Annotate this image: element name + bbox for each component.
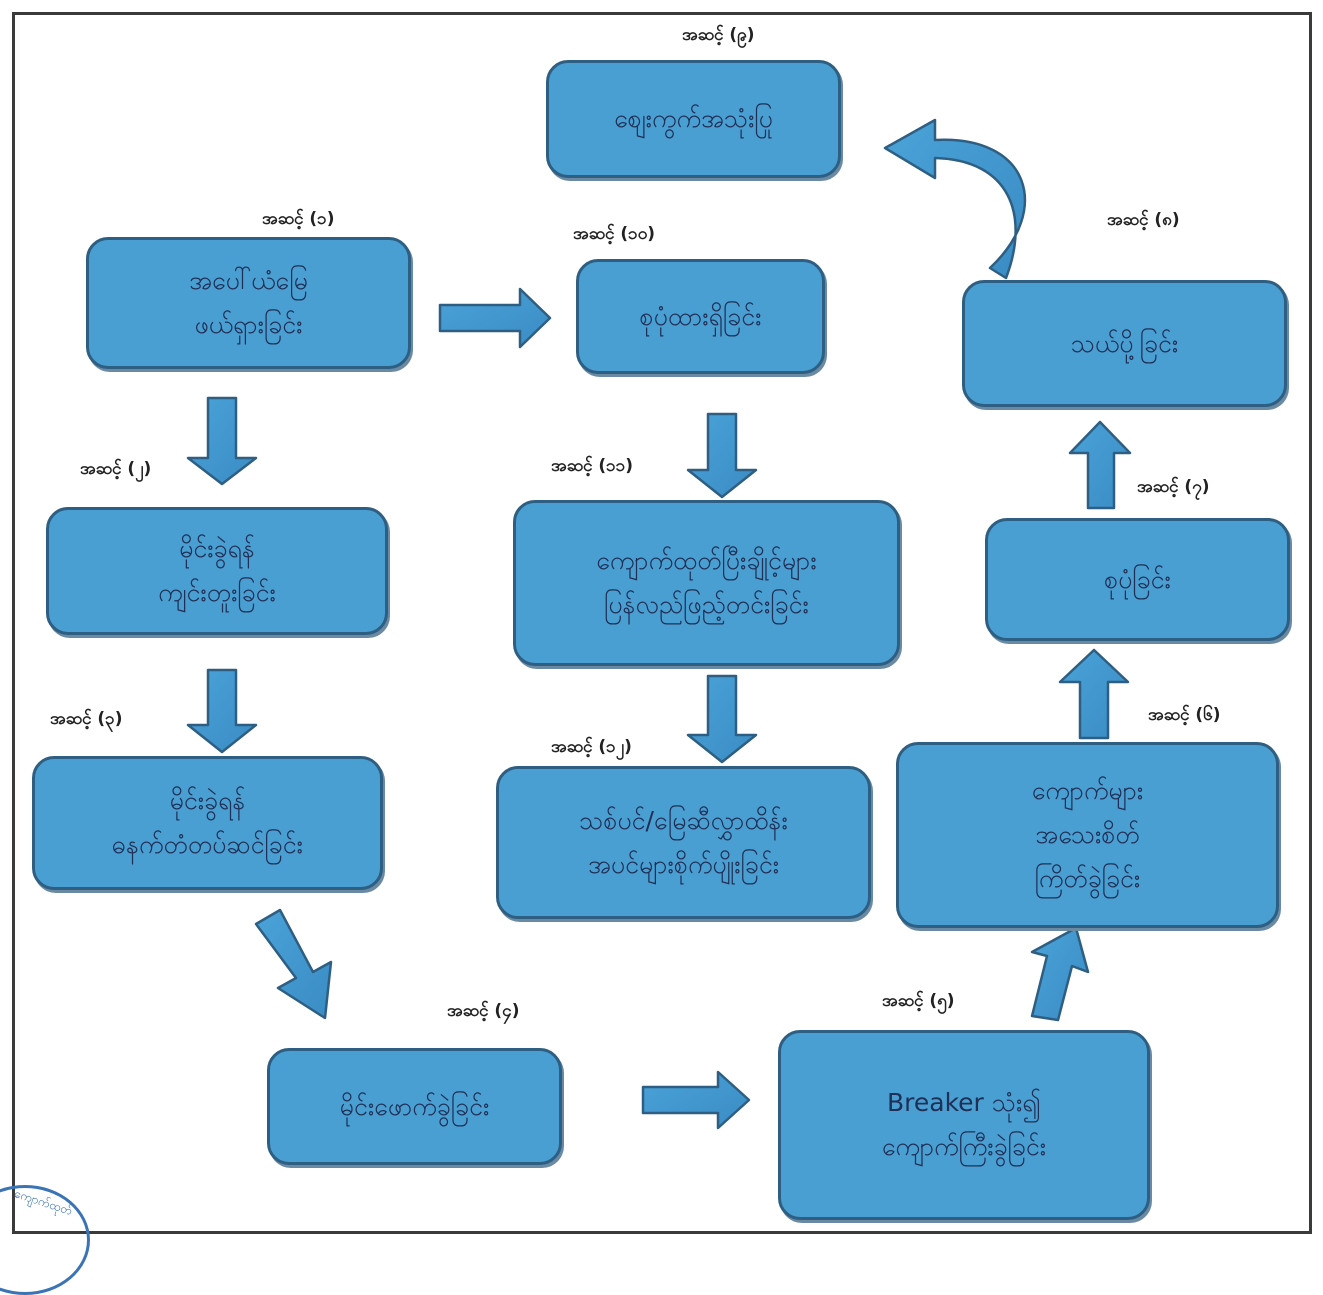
step-3-line-2: ဓနက်တံတပ်ဆင်ခြင်း [112, 830, 303, 859]
step-box-3: မိုင်းခွဲရန် ဓနက်တံတပ်ဆင်ခြင်း [32, 756, 383, 890]
arrow-s1-to-s10 [438, 287, 552, 349]
step-box-1: အပေါ်ယံမြေ ဖယ်ရှားခြင်း [86, 237, 411, 369]
step-5-line-2: ကျောက်ကြီးခွဲခြင်း [881, 1132, 1047, 1161]
step-6-line-2: အသေးစိတ် [1035, 820, 1140, 850]
step-label-4: အဆင့် (၄) [447, 1001, 520, 1021]
step-label-2: အဆင့် (၂) [80, 459, 152, 479]
step-label-6: အဆင့် (၆) [1148, 705, 1221, 725]
step-9-line-1: စျေးကွက်အသုံးပြု [614, 104, 773, 134]
step-12-line-1: သစ်ပင်/မြေဆီလွှာထိန်း [579, 805, 788, 835]
step-2-line-1: မိုင်းခွဲရန် [179, 534, 255, 564]
step-1-line-2: ဖယ်ရှားခြင်း [194, 310, 303, 339]
step-3-line-1: မိုင်းခွဲရန် [169, 786, 246, 816]
step-8-line-1: သယ်ပို့ခြင်း [1070, 328, 1179, 358]
step-12-line-2: အပင်များစိုက်ပျိုးခြင်း [587, 849, 780, 879]
step-box-7: စုပုံခြင်း [985, 518, 1290, 641]
diagram-frame [12, 12, 1312, 1234]
step-6-line-1: ကျောက်များ [1031, 776, 1144, 806]
arrow-s5-to-s6 [1030, 926, 1090, 1022]
step-2-line-2: ကျင်းတူးခြင်း [158, 578, 276, 607]
step-label-12: အဆင့် (၁၂) [551, 737, 632, 757]
step-label-11: အဆင့် (၁၁) [551, 456, 634, 476]
step-label-3: အဆင့် (၃) [50, 709, 123, 729]
step-box-8: သယ်ပို့ခြင်း [962, 280, 1287, 407]
step-label-10: အဆင့် (၁၀) [573, 224, 656, 244]
flow-arrows [186, 118, 1132, 1130]
arrow-s3-to-s4 [254, 908, 333, 1020]
step-1-line-1: အပေါ်ယံမြေ [189, 266, 308, 296]
step-5-line-1: Breaker သုံး၍ [887, 1088, 1041, 1118]
step-7-line-1: စုပုံခြင်း [1104, 564, 1171, 594]
arrow-s1-to-s2 [186, 396, 258, 486]
step-box-4: မိုင်းဖောက်ခွဲခြင်း [267, 1048, 562, 1165]
step-11-line-2: ပြန်လည်ဖြည့်တင်းခြင်း [604, 590, 809, 619]
step-11-line-1: ကျောက်ထုတ်ပြီးချိုင့်များ [596, 546, 817, 576]
arrow-s6-to-s7 [1058, 648, 1130, 740]
arrow-s2-to-s3 [186, 668, 258, 754]
arrow-s7-to-s8 [1068, 420, 1132, 510]
arrow-s11-to-s12 [686, 674, 758, 764]
step-label-5: အဆင့် (၅) [882, 991, 955, 1011]
step-label-1: အဆင့် (၁) [262, 209, 335, 229]
step-4-line-1: မိုင်းဖောက်ခွဲခြင်း [339, 1091, 490, 1121]
step-box-6: ကျောက်များ အသေးစိတ် ကြိတ်ခွဲခြင်း [896, 742, 1279, 928]
step-box-9: စျေးကွက်အသုံးပြု [546, 60, 841, 178]
step-box-11: ကျောက်ထုတ်ပြီးချိုင့်များ ပြန်လည်ဖြည့်တင… [513, 500, 900, 666]
step-box-12: သစ်ပင်/မြေဆီလွှာထိန်း အပင်များစိုက်ပျိုး… [496, 766, 871, 919]
step-box-5: Breaker သုံး၍ ကျောက်ကြီးခွဲခြင်း [778, 1030, 1150, 1220]
step-6-line-3: ကြိတ်ခွဲခြင်း [1034, 863, 1141, 893]
step-label-9: အဆင့် (၉) [682, 25, 755, 45]
step-box-10: စုပုံထားရှိခြင်း [576, 259, 825, 374]
step-10-line-1: စုပုံထားရှိခြင်း [639, 301, 762, 331]
step-box-2: မိုင်းခွဲရန် ကျင်းတူးခြင်း [46, 507, 388, 635]
step-label-7: အဆင့် (၇) [1137, 477, 1210, 497]
arrow-s8-to-s9 [883, 118, 1026, 280]
step-label-8: အဆင့် (၈) [1107, 210, 1180, 230]
arrow-s4-to-s5 [641, 1070, 751, 1130]
arrow-s10-to-s11 [686, 412, 758, 499]
